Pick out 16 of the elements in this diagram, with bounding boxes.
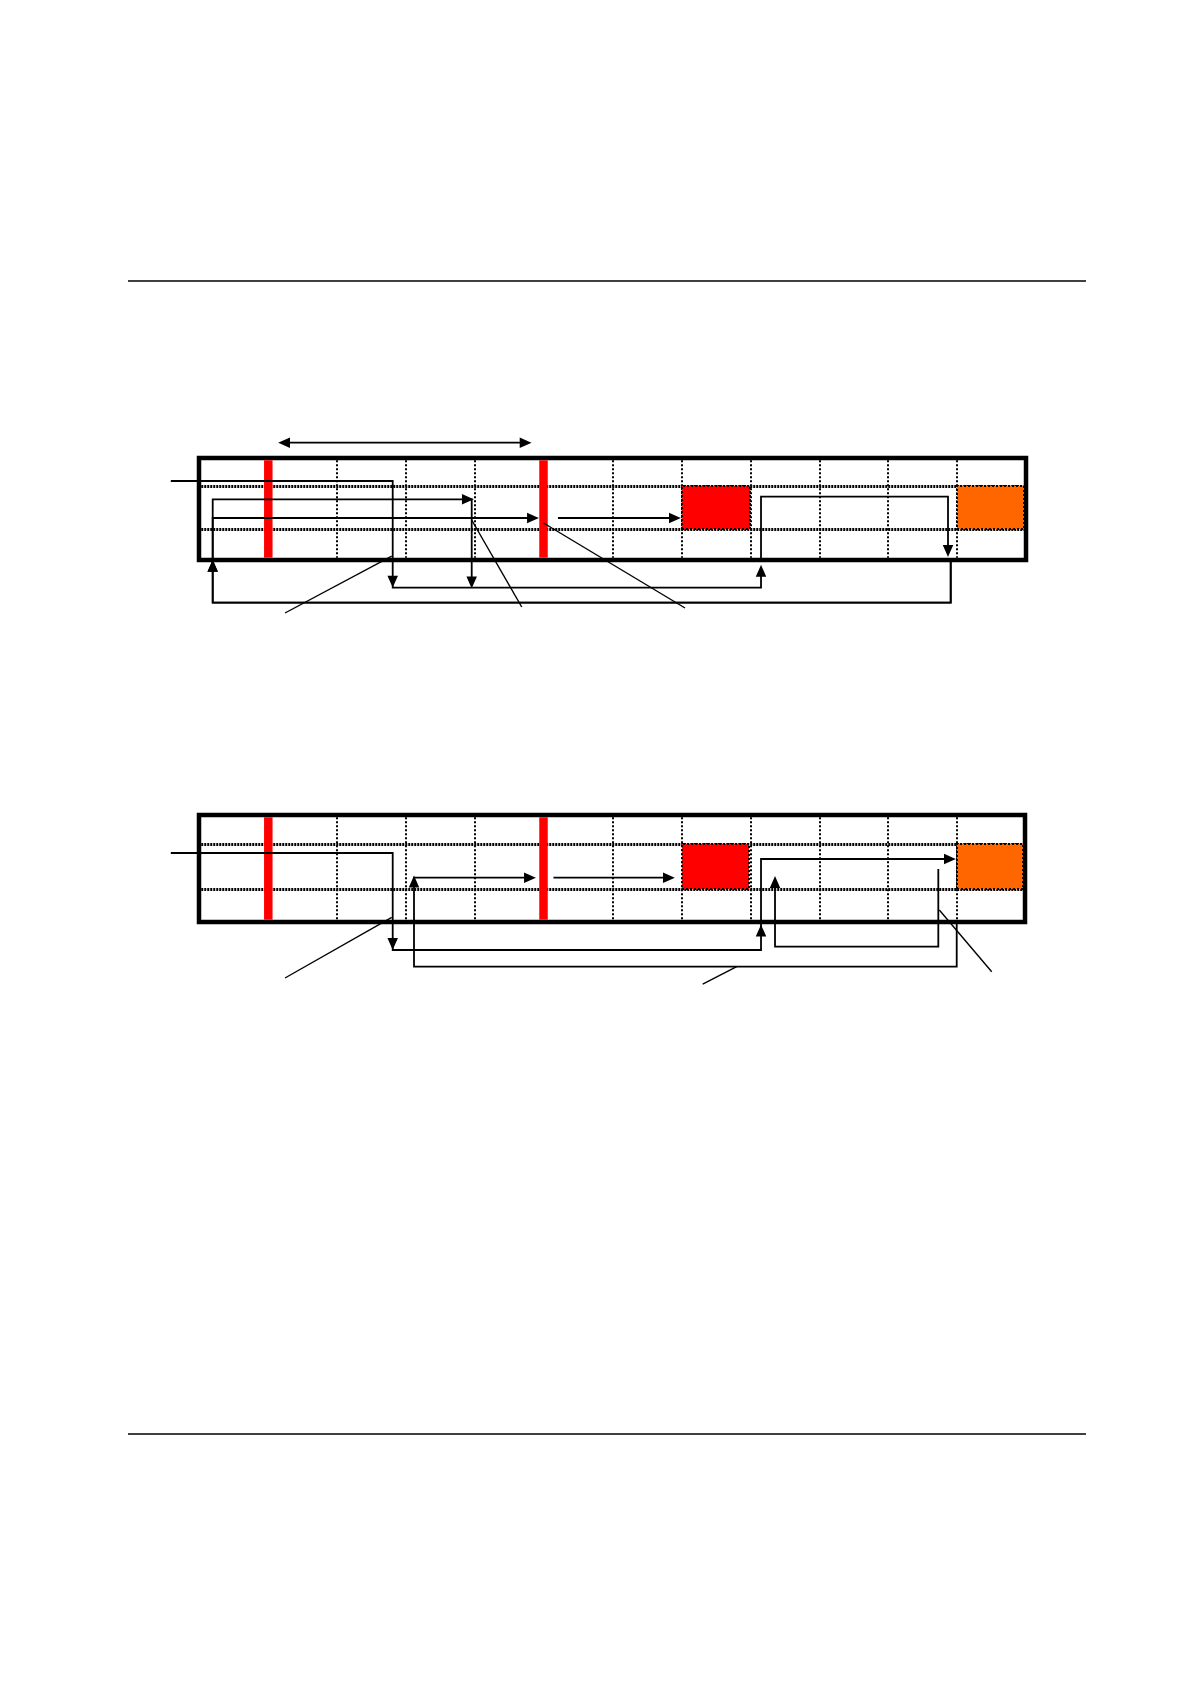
bar [264, 817, 273, 920]
bar [539, 460, 548, 558]
grid-box [196, 812, 1028, 925]
block [956, 485, 1025, 530]
block [681, 843, 750, 890]
arrow [408, 872, 958, 968]
bar [264, 460, 273, 558]
block [681, 485, 751, 530]
leader-line [938, 909, 993, 973]
arrow [207, 494, 952, 604]
block [956, 843, 1024, 890]
bar [539, 817, 548, 920]
grid-box [196, 455, 1029, 563]
leader-line [542, 522, 686, 609]
leader-line [284, 555, 393, 614]
leader-line [284, 916, 393, 979]
